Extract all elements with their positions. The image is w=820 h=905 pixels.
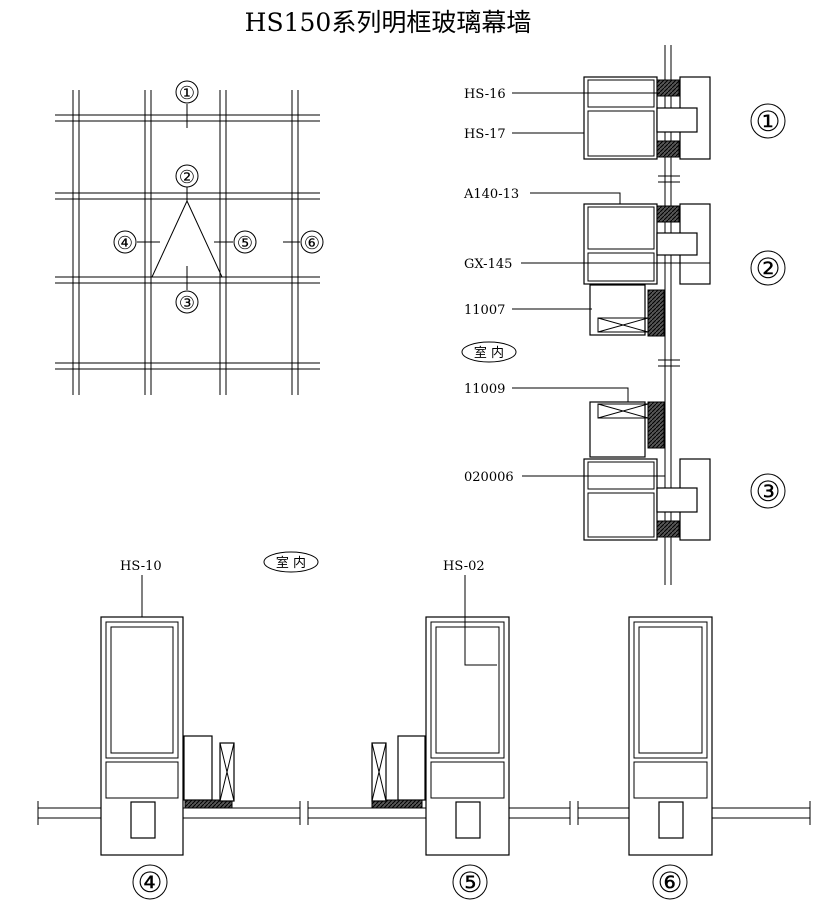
label-hs-17: HS-17 — [464, 127, 506, 142]
svg-text:①: ① — [755, 105, 780, 138]
interior-label-horizontal: 室 内 — [263, 551, 319, 573]
label-020006: 020006 — [464, 470, 514, 485]
horizontal-sections: HS-10 HS-02 室 内 ④ ⑤ ⑥ — [37, 551, 811, 900]
spandrel-bracket-upper — [589, 284, 665, 337]
svg-text:②: ② — [755, 252, 780, 285]
drawing-title: HS150系列明框玻璃幕墙 — [245, 8, 532, 37]
svg-text:③: ③ — [755, 475, 780, 508]
mullion-4-profile — [100, 616, 235, 856]
elevation-marker-4: ④ — [113, 230, 137, 254]
elevation-marker-2: ② — [175, 164, 199, 188]
label-11009: 11009 — [464, 382, 505, 397]
svg-text:①: ① — [179, 83, 195, 104]
mullion-5-profile — [371, 616, 510, 856]
elevation-marker-6: ⑥ — [300, 230, 324, 254]
section-marker-5: ⑤ — [452, 864, 488, 900]
elevation-grid: ① ② ③ ④ ⑤ ⑥ — [55, 80, 324, 395]
svg-text:⑥: ⑥ — [657, 866, 682, 899]
section-marker-2: ② — [750, 250, 786, 286]
mullion-6-profile — [628, 616, 713, 856]
svg-text:②: ② — [179, 167, 195, 188]
section-marker-1: ① — [750, 103, 786, 139]
svg-text:③: ③ — [179, 293, 195, 314]
svg-text:室 内: 室 内 — [276, 555, 306, 571]
elevation-marker-5: ⑤ — [233, 230, 257, 254]
spandrel-bracket-lower — [589, 401, 665, 458]
svg-text:⑥: ⑥ — [304, 233, 320, 254]
section-marker-3: ③ — [750, 473, 786, 509]
svg-text:室 内: 室 内 — [474, 345, 504, 361]
vertical-section: HS-16 HS-17 A140-13 GX-145 11007 11009 0… — [461, 45, 786, 585]
svg-text:⑤: ⑤ — [457, 866, 482, 899]
elevation-marker-3: ③ — [175, 290, 199, 314]
svg-text:④: ④ — [137, 866, 162, 899]
svg-text:⑤: ⑤ — [237, 233, 253, 254]
label-a140-13: A140-13 — [463, 187, 519, 202]
label-gx-145: GX-145 — [464, 257, 512, 272]
svg-text:④: ④ — [117, 233, 133, 254]
label-hs-16: HS-16 — [464, 87, 506, 102]
transom-1-profile — [583, 76, 711, 160]
transom-2-profile — [583, 203, 711, 285]
elevation-marker-1: ① — [175, 80, 199, 104]
transom-3-profile — [583, 458, 711, 541]
label-11007: 11007 — [464, 303, 505, 318]
section-marker-6: ⑥ — [652, 864, 688, 900]
section-marker-4: ④ — [132, 864, 168, 900]
interior-label-vertical: 室 内 — [461, 341, 517, 363]
label-hs-10: HS-10 — [120, 559, 162, 574]
label-hs-02: HS-02 — [443, 559, 485, 574]
